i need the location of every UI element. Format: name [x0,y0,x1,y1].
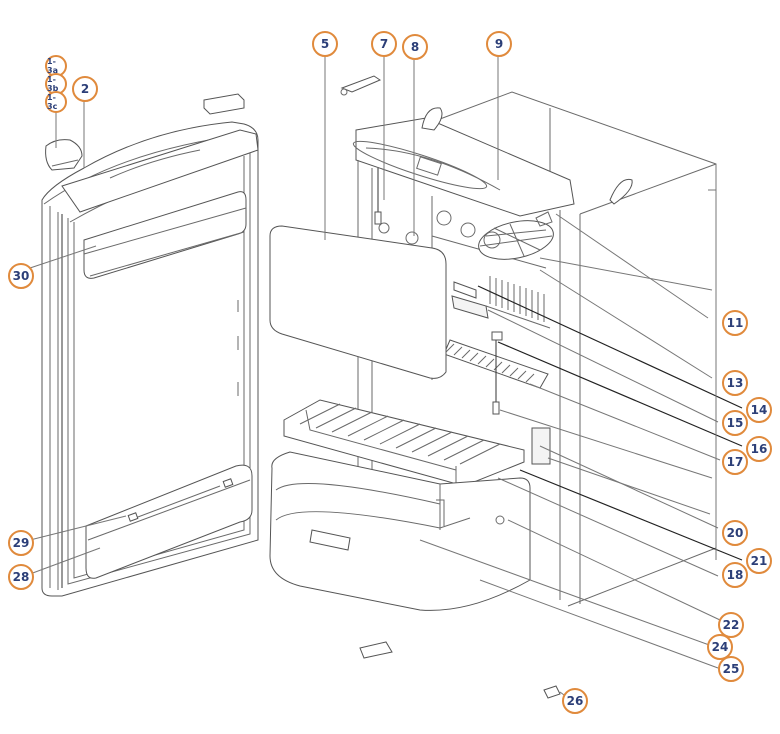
lower-door-shelf [85,464,253,579]
callout-13[interactable]: 13 [722,370,748,396]
callout-5[interactable]: 5 [312,31,338,57]
crisper-drawer [269,451,531,611]
callout-28[interactable]: 28 [8,564,34,590]
callout-2[interactable]: 2 [72,76,98,102]
callout-7[interactable]: 7 [371,31,397,57]
callout-18[interactable]: 18 [722,562,748,588]
cover-panel [269,225,447,379]
callout-16[interactable]: 16 [746,436,772,462]
callout-11[interactable]: 11 [722,310,748,336]
main-wire-shelf [283,399,525,490]
callout-8[interactable]: 8 [402,34,428,60]
bottom-hinge [359,641,393,659]
callout-24[interactable]: 24 [707,634,733,660]
callout-9[interactable]: 9 [486,31,512,57]
callout-21[interactable]: 21 [746,548,772,574]
callout-26[interactable]: 26 [562,688,588,714]
fan [478,220,554,260]
evaporator-fins [485,276,551,329]
callout-15[interactable]: 15 [722,410,748,436]
callout-1-3c[interactable]: 1-3c [45,91,67,113]
callout-20[interactable]: 20 [722,520,748,546]
cabinet-body [352,91,717,607]
callout-1-3a[interactable]: 1-3a [45,55,67,77]
callout-29[interactable]: 29 [8,530,34,556]
hinge-part-1-3 [45,139,83,171]
callout-17[interactable]: 17 [722,449,748,475]
callout-25[interactable]: 25 [718,656,744,682]
upper-door-shelf [83,191,247,279]
callout-22[interactable]: 22 [718,612,744,638]
callout-30[interactable]: 30 [8,263,34,289]
door-assembly [41,121,259,597]
top-hinge-block [203,93,245,115]
foot-part-26 [543,685,561,699]
top-bracket [340,75,382,96]
leader-lines [29,56,743,699]
callout-14[interactable]: 14 [746,397,772,423]
